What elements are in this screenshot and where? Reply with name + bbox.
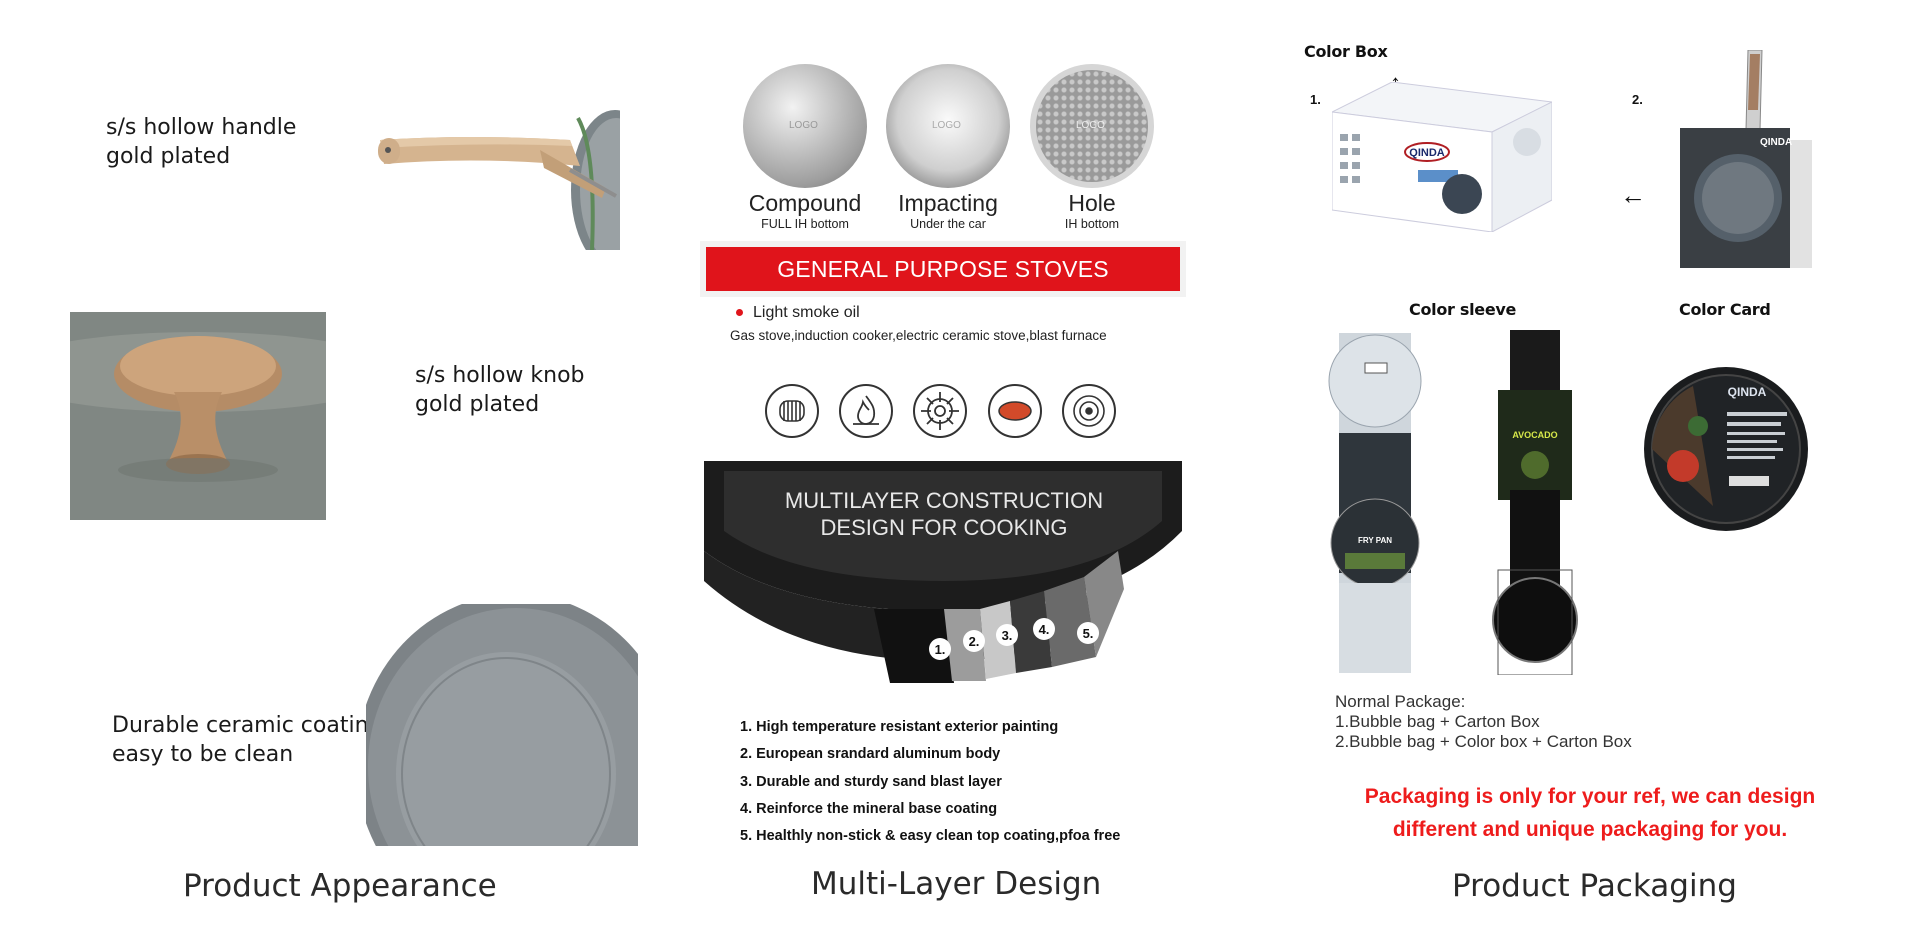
handle-label-line2: gold plated xyxy=(106,144,231,169)
handle-label-line1: s/s hollow handle xyxy=(106,115,297,140)
layer-item: 3. Durable and sturdy sand blast layer xyxy=(740,773,1002,790)
layer-number-4: 4. xyxy=(1039,622,1050,637)
color-card-title: Color Card xyxy=(1679,300,1771,319)
color-sleeve-2-image: AVOCADO xyxy=(1490,330,1580,680)
impacting-bottom-image: LOGO xyxy=(886,64,1010,188)
ceramic-hob-icon xyxy=(988,384,1042,438)
normal-package-heading: Normal Package: xyxy=(1335,692,1466,711)
option-2-number: 2. xyxy=(1632,92,1643,107)
impacting-logo-text: LOGO xyxy=(932,120,961,131)
stove-list: Gas stove,induction cooker,electric cera… xyxy=(730,328,1107,343)
normal-package-option-2: 2.Bubble bag + Color box + Carton Box xyxy=(1335,732,1632,751)
layer-item: 2. European srandard aluminum body xyxy=(740,746,1001,763)
packaging-title: Product Packaging xyxy=(1452,868,1737,904)
bullet-icon xyxy=(736,309,743,317)
compound-logo-text: LOGO xyxy=(789,120,818,131)
hole-sub-label: IH bottom xyxy=(1064,217,1120,231)
multilayer-construction-image: 1. 2. 3. 4. 5. MULTILAYER CONSTRUCTION D… xyxy=(704,461,1182,697)
layer-item: 1. High temperature resistant exterior p… xyxy=(740,719,1059,735)
compound-bottom-image: LOGO xyxy=(743,64,867,188)
appearance-title: Product Appearance xyxy=(183,868,497,904)
stoves-banner: GENERAL PURPOSE STOVES xyxy=(700,241,1186,297)
impacting-sub-label: Under the car xyxy=(910,217,986,231)
color-box-title: Color Box xyxy=(1304,42,1388,61)
normal-package-option-1: 1.Bubble bag + Carton Box xyxy=(1335,712,1540,731)
layer-list: 1. High temperature resistant exterior p… xyxy=(740,714,1120,850)
packaging-note-line2: different and unique packaging for you. xyxy=(1392,818,1788,841)
induction-hob-icon xyxy=(1062,384,1116,438)
coating-label: Durable ceramic coating , easy to be cle… xyxy=(112,711,396,769)
color-sleeve-title: Color sleeve xyxy=(1409,300,1517,319)
normal-package-text: Normal Package: 1.Bubble bag + Carton Bo… xyxy=(1335,692,1632,752)
box-brand-text: QINDA xyxy=(1409,147,1445,159)
sleeve1-text: FRY PAN xyxy=(1358,536,1392,545)
layer-item: 5. Healthly non-stick & easy clean top c… xyxy=(740,828,1121,845)
color-box-2-image: QINDA xyxy=(1676,49,1816,275)
knob-label: s/s hollow knob gold plated xyxy=(415,361,585,419)
ceramic-plate-photo xyxy=(366,604,638,846)
card-brand-text: QINDA xyxy=(1728,385,1767,399)
knob-label-line1: s/s hollow knob xyxy=(415,363,585,388)
construction-title-line2: DESIGN FOR COOKING xyxy=(821,515,1068,540)
construction-title-line1: MULTILAYER CONSTRUCTION xyxy=(785,488,1103,513)
smoke-oil-line: Light smoke oil xyxy=(736,304,860,322)
multilayer-title: Multi-Layer Design xyxy=(811,866,1102,902)
layer-number-1: 1. xyxy=(935,642,946,657)
coating-label-line2: easy to be clean xyxy=(112,742,294,767)
color-card-image: QINDA xyxy=(1643,366,1809,537)
option-1-number: 1. xyxy=(1310,92,1321,107)
color-sleeve-1-image: FRY PAN xyxy=(1325,333,1425,678)
hole-label: Hole xyxy=(1068,190,1116,216)
knob-photo xyxy=(70,312,326,520)
smoke-oil-label: Light smoke oil xyxy=(753,304,860,321)
coil-hob-icon xyxy=(765,384,819,438)
handle-label: s/s hollow handle gold plated xyxy=(106,113,296,171)
packaging-note-line1: Packaging is only for your ref, we can d… xyxy=(1364,785,1816,808)
arrow-left-icon: ← xyxy=(1620,180,1646,210)
hole-logo-text: LOGO xyxy=(1076,120,1105,131)
knob-label-line2: gold plated xyxy=(415,392,540,417)
hole-bottom-image: LOGO xyxy=(1030,64,1154,188)
gas-burner-icon xyxy=(913,384,967,438)
gas-flame-icon xyxy=(839,384,893,438)
layer-number-5: 5. xyxy=(1083,626,1094,641)
box2-brand-text: QINDA xyxy=(1760,137,1792,148)
impacting-label: Impacting xyxy=(898,190,998,216)
compound-label: Compound xyxy=(748,190,862,216)
layer-number-3: 3. xyxy=(1002,628,1013,643)
coating-label-line1: Durable ceramic coating , xyxy=(112,713,397,738)
compound-sub-label: FULL IH bottom xyxy=(761,217,849,231)
packaging-note: Packaging is only for your ref, we can d… xyxy=(1300,780,1880,846)
sleeve2-text: AVOCADO xyxy=(1512,430,1557,440)
color-box-image: QINDA xyxy=(1330,81,1554,237)
layer-number-2: 2. xyxy=(969,634,980,649)
layer-item: 4. Reinforce the mineral base coating xyxy=(740,800,998,817)
handle-photo xyxy=(370,110,620,250)
